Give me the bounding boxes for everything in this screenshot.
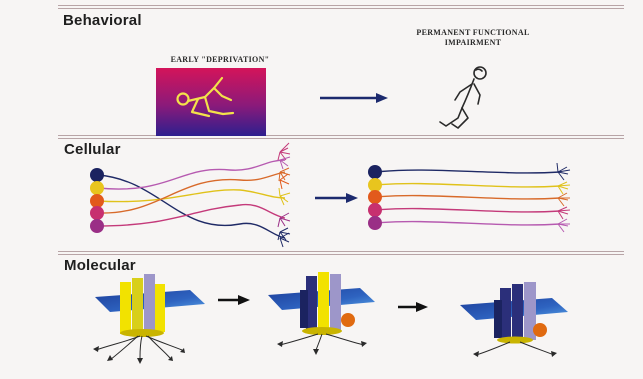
behavioral-arrow-icon xyxy=(320,93,388,103)
receptor-channel-2 xyxy=(268,272,375,355)
cellular-parallel-projections xyxy=(376,170,560,225)
cellular-terminal-arbors-left xyxy=(278,143,290,247)
molecular-arrow-1-icon xyxy=(218,295,250,305)
cellular-arrow-icon xyxy=(315,193,358,203)
molecular-arrow-2-icon xyxy=(398,302,428,312)
receptor-channel-3 xyxy=(460,282,568,357)
impaired-walker-icon xyxy=(440,67,486,128)
receptor-channel-1 xyxy=(93,274,205,364)
deprivation-box xyxy=(156,68,266,136)
cellular-neuron-bodies-right xyxy=(368,165,382,230)
cellular-terminal-arbors-right xyxy=(557,163,570,232)
cellular-neuron-bodies-left xyxy=(90,168,104,233)
cellular-crossed-projections xyxy=(98,160,285,238)
